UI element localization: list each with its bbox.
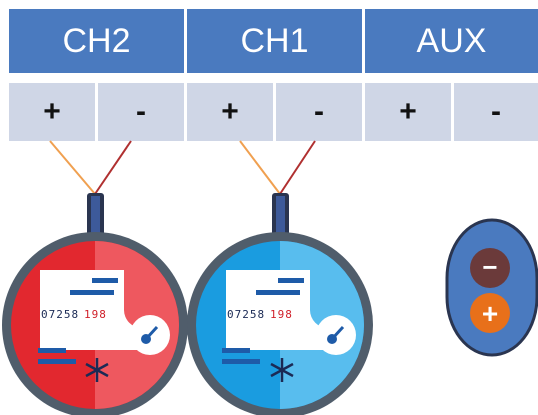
ch1-minus-terminal: - [276,83,362,141]
red-water-meter: 07258 198 [2,193,188,415]
ch2-plus-wire [49,140,96,195]
ch1-plus-terminal: + [187,83,273,141]
svg-text:+: + [482,298,498,329]
blue-meter-reading-red: 198 [270,308,293,321]
battery-plus-terminal [470,293,510,333]
red-meter-reading-black: 07258 [41,308,79,321]
channel-header-ch2: CH2 [9,9,184,73]
ch2-minus-wire [94,140,132,195]
aux-minus-terminal: - [454,83,538,141]
red-meter-reading-red: 198 [84,308,107,321]
ch2-minus-terminal: - [98,83,184,141]
channel-header-aux: AUX [365,9,538,73]
red-meter-snowflake-icon [85,358,109,382]
ch2-wires [49,140,132,195]
ch2-plus-terminal: + [9,83,95,141]
aux-plus-terminal: + [365,83,451,141]
blue-meter-snowflake-icon [270,358,294,382]
ch1-wires [239,140,316,195]
ch1-plus-wire [239,140,281,195]
blue-water-meter: 07258 198 [187,193,373,415]
battery-minus-terminal [470,248,510,288]
svg-text:−: − [482,252,497,282]
blue-meter-reading-black: 07258 [227,308,265,321]
ch1-minus-wire [279,140,316,195]
channel-header-ch1: CH1 [187,9,362,73]
battery-icon: − + [445,218,538,357]
